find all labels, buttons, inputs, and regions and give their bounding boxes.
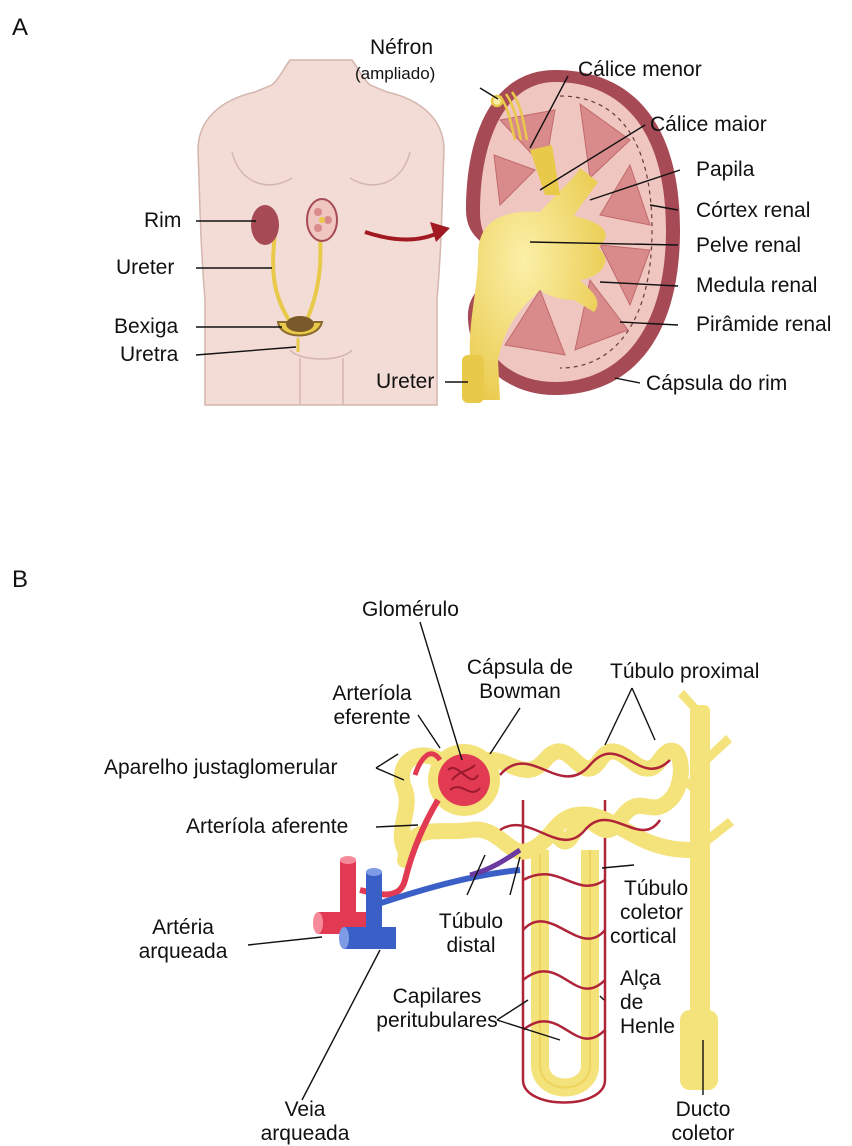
label-arteria-line1: Artéria xyxy=(128,916,238,940)
label-ureter-kidney: Ureter xyxy=(376,370,434,394)
label-bexiga: Bexiga xyxy=(114,315,178,339)
arcuate-artery xyxy=(313,856,368,934)
label-capilares: Capilares peritubulares xyxy=(372,985,502,1033)
label-arteria-arqueada: Artéria arqueada xyxy=(128,916,238,964)
label-capsula-bowman-line1: Cápsula de xyxy=(455,656,585,680)
label-arteriola-eferente-line1: Arteríola xyxy=(322,682,422,706)
label-tubulo-coletor-line1: Túbulo xyxy=(610,877,688,901)
label-calice-menor: Cálice menor xyxy=(578,58,702,82)
label-piramide: Pirâmide renal xyxy=(696,313,831,337)
label-alca-line3: Henle xyxy=(620,1015,675,1039)
label-capilares-line1: Capilares xyxy=(372,985,502,1009)
label-glomerulo: Glomérulo xyxy=(362,598,459,622)
panel-b-letter: B xyxy=(12,566,28,594)
label-arteriola-eferente-line2: eferente xyxy=(322,706,422,730)
glomerulus xyxy=(438,754,490,806)
label-capsula-bowman: Cápsula de Bowman xyxy=(455,656,585,704)
label-cortex: Córtex renal xyxy=(696,199,810,223)
label-aparelho: Aparelho justaglomerular xyxy=(104,756,337,780)
label-ducto-line1: Ducto xyxy=(658,1098,748,1122)
label-tubulo-distal-line1: Túbulo xyxy=(426,910,516,934)
label-alca-line2: de xyxy=(620,991,675,1015)
label-ducto-line2: coletor xyxy=(658,1122,748,1146)
label-papila: Papila xyxy=(696,158,754,182)
label-arteriola-eferente: Arteríola eferente xyxy=(322,682,422,730)
body-kidney-right-section xyxy=(307,199,337,241)
kidney-cross-section xyxy=(462,70,680,403)
label-nefron: Néfron xyxy=(370,36,433,60)
label-alca-henle: Alça de Henle xyxy=(620,967,675,1039)
label-tubulo-proximal: Túbulo proximal xyxy=(610,660,759,684)
label-ampliado: (ampliado) xyxy=(355,62,435,86)
label-pelve: Pelve renal xyxy=(696,234,801,258)
label-ureter-body: Ureter xyxy=(116,256,174,280)
label-arteriola-aferente: Arteríola aferente xyxy=(186,815,348,839)
label-uretra: Uretra xyxy=(120,343,178,367)
label-alca-line1: Alça xyxy=(620,967,675,991)
label-veia-line2: arqueada xyxy=(255,1122,355,1146)
body-kidney-left xyxy=(251,205,279,245)
label-tubulo-distal-line2: distal xyxy=(426,934,516,958)
label-medula: Medula renal xyxy=(696,274,817,298)
label-capilares-line2: peritubulares xyxy=(372,1009,502,1033)
label-tubulo-coletor: Túbulo coletor cortical xyxy=(610,877,688,949)
label-tubulo-distal: Túbulo distal xyxy=(426,910,516,958)
label-rim: Rim xyxy=(144,209,181,233)
label-tubulo-coletor-line3: cortical xyxy=(610,925,688,949)
label-calice-maior: Cálice maior xyxy=(650,113,767,137)
label-arteria-line2: arqueada xyxy=(128,940,238,964)
label-capsula-bowman-line2: Bowman xyxy=(455,680,585,704)
label-ducto-coletor: Ducto coletor xyxy=(658,1098,748,1146)
label-veia-line1: Veia xyxy=(255,1098,355,1122)
label-tubulo-coletor-line2: coletor xyxy=(610,901,688,925)
label-veia-arqueada: Veia arqueada xyxy=(255,1098,355,1146)
label-capsula: Cápsula do rim xyxy=(646,372,787,396)
